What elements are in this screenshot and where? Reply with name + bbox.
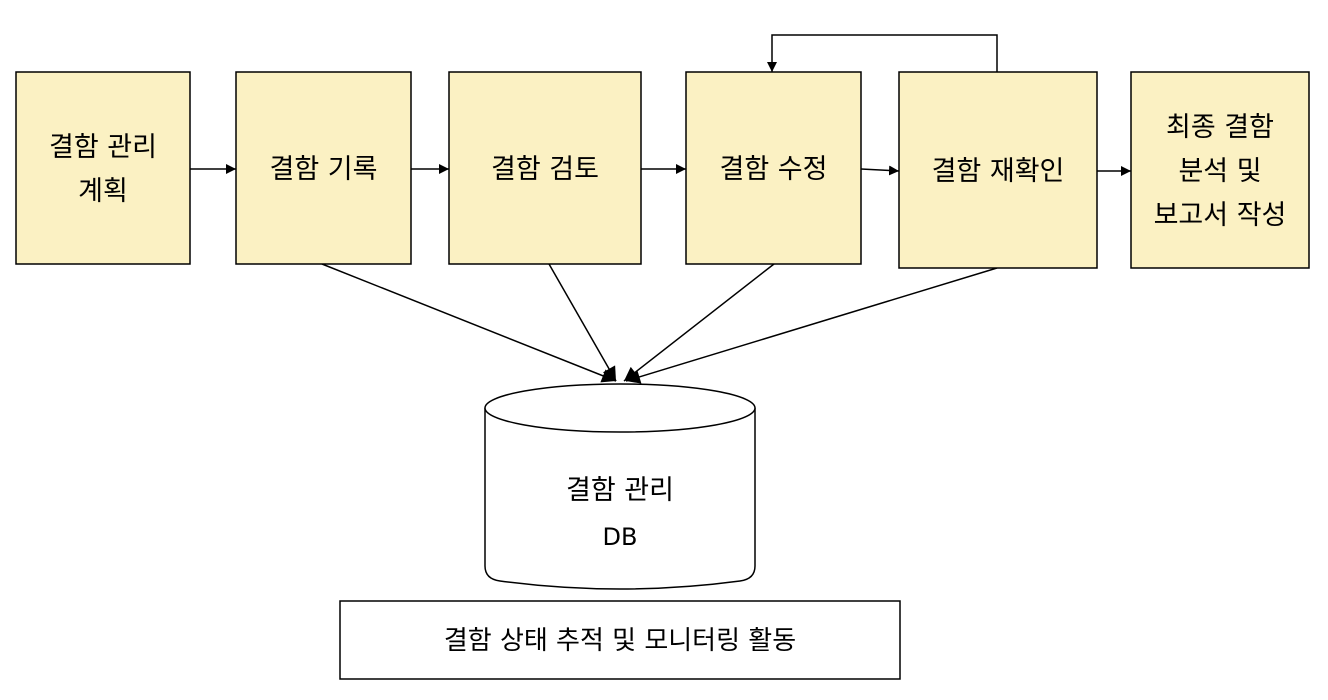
step-box-record bbox=[235, 71, 412, 265]
arrow-fix-to-recheck bbox=[860, 165, 900, 176]
database-sublabel: DB bbox=[603, 523, 638, 551]
step-label-plan-1: 계획 bbox=[78, 176, 128, 207]
database-cylinder-body bbox=[484, 408, 756, 590]
database-label: 결함 관리 bbox=[566, 475, 674, 506]
step-box-recheck bbox=[898, 71, 1098, 269]
step-review: 결함 검토 bbox=[448, 71, 642, 265]
step-label-recheck-0: 결함 재확인 bbox=[932, 156, 1065, 187]
monitoring-activity-frame bbox=[339, 600, 901, 680]
step-label-report-1: 분석 및 bbox=[1178, 156, 1261, 187]
monitoring-activity-box: 결함 상태 추적 및 모니터링 활동 bbox=[339, 600, 901, 680]
step-box-fix bbox=[685, 71, 862, 265]
feedback-arrow-recheck-to-fix bbox=[767, 34, 998, 72]
arrow-fix-to-db bbox=[623, 263, 775, 382]
arrow-review-to-db bbox=[548, 263, 617, 382]
step-label-fix-0: 결함 수정 bbox=[720, 154, 828, 185]
step-label-record-0: 결함 기록 bbox=[270, 154, 378, 185]
step-label-plan-0: 결함 관리 bbox=[49, 132, 157, 163]
monitoring-activity-label: 결함 상태 추적 및 모니터링 활동 bbox=[444, 626, 796, 656]
step-label-review-0: 결함 검토 bbox=[491, 154, 599, 185]
step-box-review bbox=[448, 71, 642, 265]
database-cylinder-top bbox=[484, 383, 756, 433]
connectors bbox=[190, 34, 1131, 384]
step-label-report-2: 보고서 작성 bbox=[1154, 200, 1287, 231]
arrow-record-to-db bbox=[321, 263, 617, 383]
step-label-report-0: 최종 결함 bbox=[1166, 112, 1274, 143]
step-record: 결함 기록 bbox=[235, 71, 412, 265]
step-recheck: 결함 재확인 bbox=[898, 71, 1098, 269]
arrow-recheck-to-db bbox=[625, 267, 998, 384]
step-box-plan bbox=[15, 71, 191, 265]
step-box-report bbox=[1130, 71, 1310, 269]
step-fix: 결함 수정 bbox=[685, 71, 862, 265]
defect-database: 결함 관리 DB bbox=[484, 383, 756, 590]
